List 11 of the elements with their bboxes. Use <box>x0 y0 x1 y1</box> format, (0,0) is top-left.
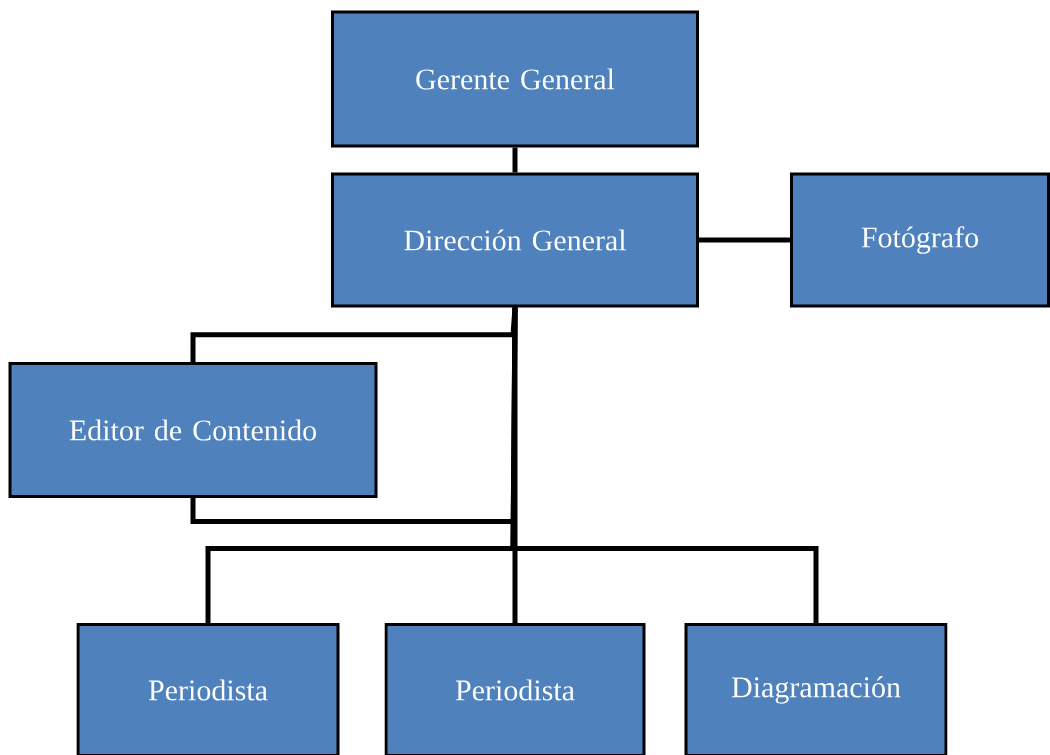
org-box: Fotógrafo <box>790 172 1050 308</box>
org-box: Editor de Contenido <box>8 362 378 498</box>
org-box: Dirección General <box>331 172 699 308</box>
org-box: Periodista <box>76 623 340 755</box>
org-box: Periodista <box>384 623 646 755</box>
org-box: Gerente General <box>331 10 699 148</box>
connector-line <box>512 147 518 173</box>
connector-line <box>699 237 790 243</box>
connector-line <box>512 307 518 623</box>
org-box: Diagramación <box>684 623 948 755</box>
connector-line <box>510 307 819 623</box>
